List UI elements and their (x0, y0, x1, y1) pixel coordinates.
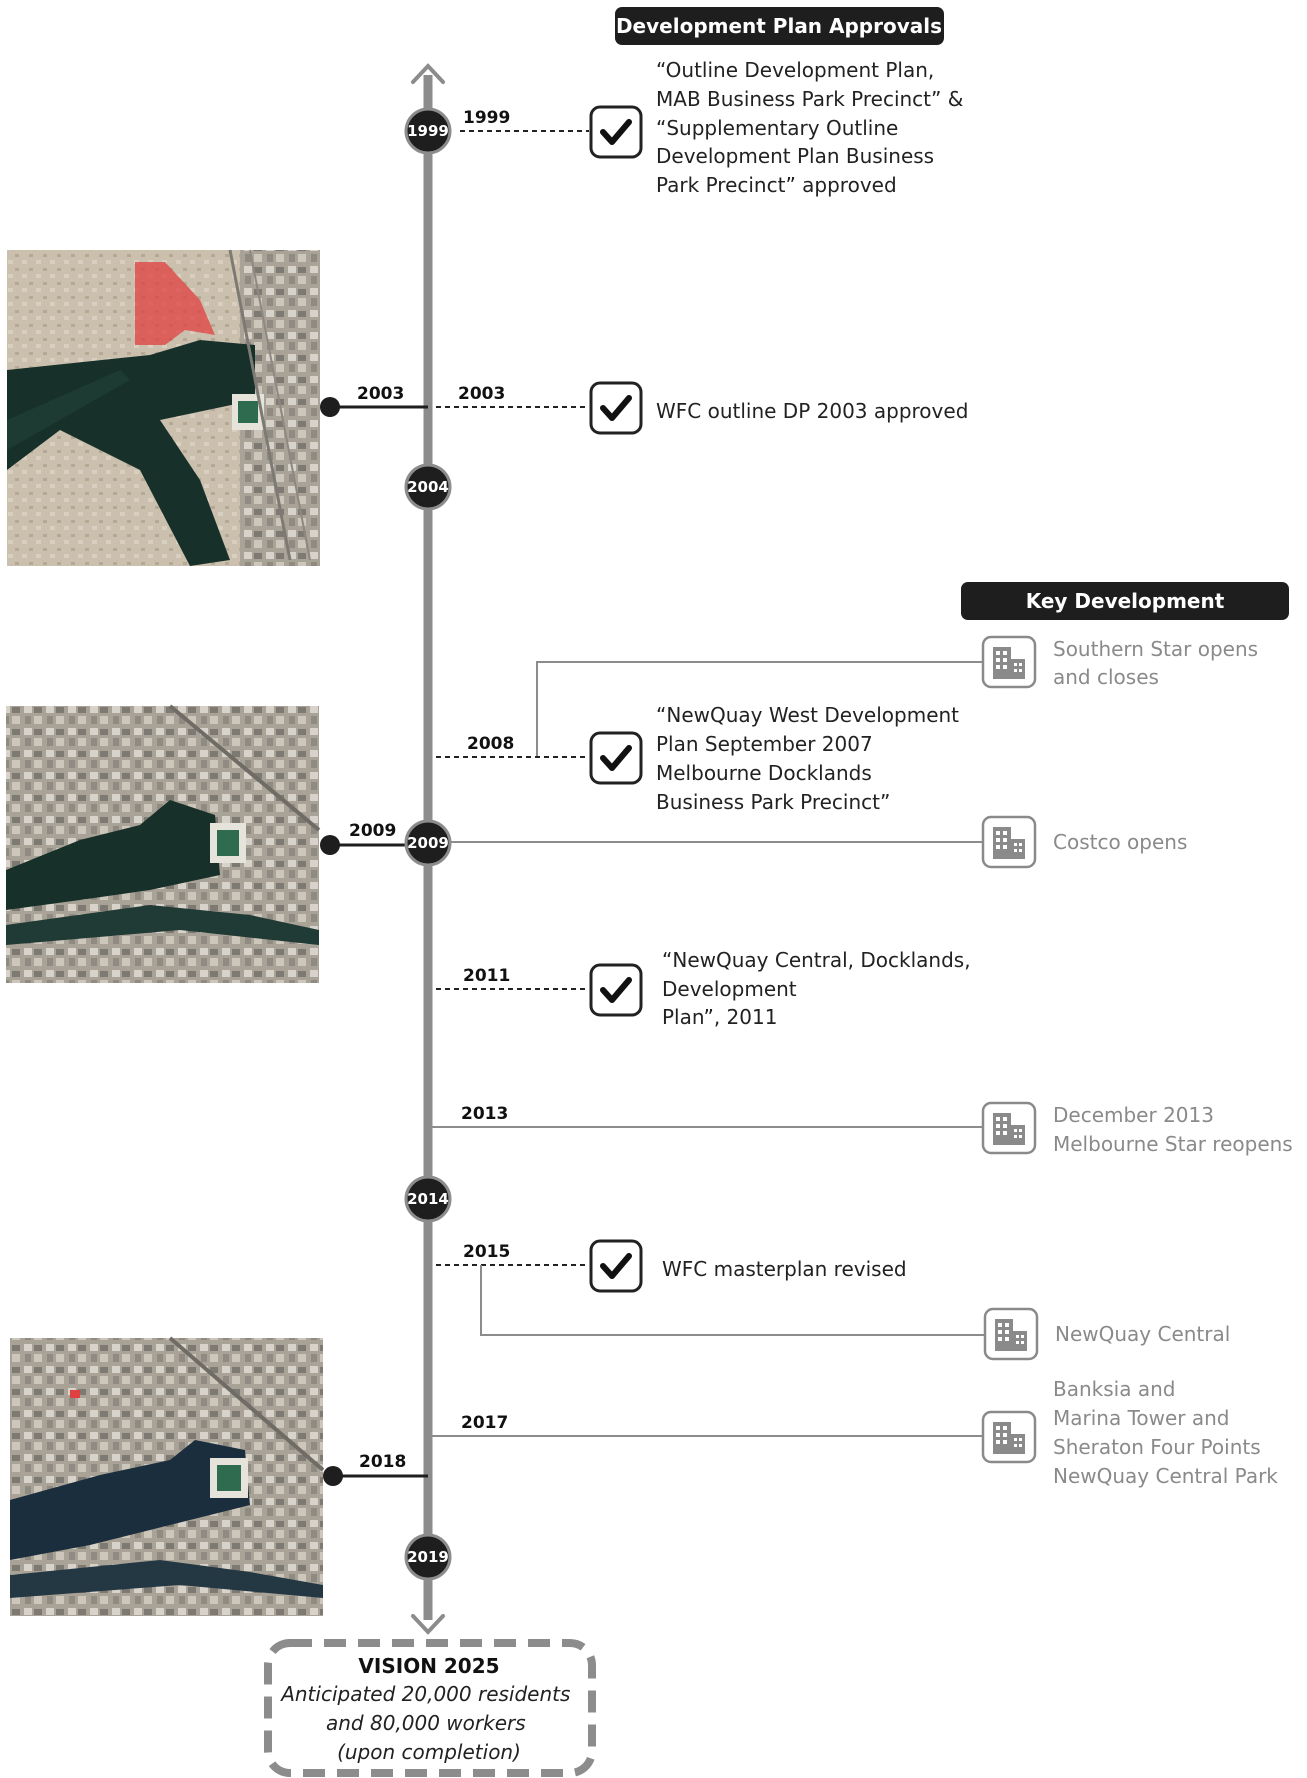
aerial-photo-2018 (10, 1336, 325, 1616)
plan-year: 2015 (463, 1242, 510, 1262)
header-key-development: Key Development (961, 582, 1289, 620)
plan-text: WFC outline DP 2003 approved (656, 399, 968, 423)
left-marker-year: 2003 (357, 384, 404, 404)
header-development-plan-approvals: Development Plan Approvals (615, 7, 944, 45)
development-text: Banksia and Marina Tower and Sheraton Fo… (1053, 1377, 1278, 1488)
vision-title: VISION 2025 (358, 1654, 499, 1678)
left-marker-2003: 2003 (320, 384, 428, 417)
development-text: December 2013 Melbourne Star reopens (1053, 1103, 1293, 1156)
plan-1999: 1999 “Outline Development Plan, MAB Busi… (460, 58, 970, 197)
left-marker-year: 2018 (359, 1452, 406, 1472)
aerial-photo-2009 (6, 704, 321, 983)
checkbox-check-icon (591, 1241, 641, 1291)
plan-year: 2011 (463, 966, 510, 986)
building-icon (981, 815, 1037, 869)
node-year: 2019 (407, 1548, 449, 1566)
axis-node-2009: 2009 (404, 819, 452, 867)
axis-arrow-up-icon (411, 63, 445, 84)
development-text: Southern Star opens and closes (1053, 637, 1264, 689)
axis-arrow-down-icon (411, 1614, 445, 1635)
plan-2003: 2003 WFC outline DP 2003 approved (436, 383, 968, 433)
marker-dot (323, 1466, 343, 1486)
development-2017: 2017 Banksia and Marina Tower and Sherat… (428, 1377, 1278, 1488)
plan-2015: 2015 WFC masterplan revised (436, 1241, 907, 1291)
development-2015: NewQuay Central (480, 1265, 1230, 1361)
building-icon (981, 1410, 1037, 1464)
axis-node-2004: 2004 (404, 463, 452, 511)
node-year: 2004 (407, 478, 449, 496)
plan-2011: 2011 “NewQuay Central, Docklands, Develo… (436, 948, 977, 1029)
plan-2008: 2008 “NewQuay West Development Plan Sept… (436, 703, 965, 814)
plan-year: 1999 (463, 108, 510, 128)
development-text: Costco opens (1053, 830, 1187, 854)
axis-node-1999: 1999 (404, 107, 452, 155)
plan-text: “Outline Development Plan, MAB Business … (656, 58, 970, 197)
plan-year: 2008 (467, 734, 514, 754)
checkbox-check-icon (591, 733, 641, 783)
plan-text: WFC masterplan revised (662, 1257, 907, 1281)
checkbox-check-icon (591, 965, 641, 1015)
left-marker-2018: 2018 (323, 1452, 428, 1486)
building-icon (983, 1307, 1039, 1361)
axis-node-2019: 2019 (404, 1533, 452, 1581)
development-2009: Costco opens (428, 815, 1187, 869)
header-dev-label: Key Development (1026, 589, 1225, 613)
node-year: 2014 (407, 1190, 449, 1208)
plan-year: 2003 (458, 384, 505, 404)
left-marker-year: 2009 (349, 821, 396, 841)
axis-node-2014: 2014 (404, 1175, 452, 1223)
node-year: 2009 (407, 834, 449, 852)
development-year: 2017 (461, 1413, 508, 1433)
development-text: NewQuay Central (1055, 1322, 1230, 1346)
marker-dot (320, 397, 340, 417)
checkbox-check-icon (591, 383, 641, 433)
building-icon (981, 1101, 1037, 1155)
development-year: 2013 (461, 1104, 508, 1124)
checkbox-check-icon (591, 107, 641, 157)
building-icon (981, 635, 1037, 689)
node-year: 1999 (407, 122, 449, 140)
development-2013: 2013 December 2013 Melbourne Star reopen… (428, 1101, 1293, 1156)
marker-dot (320, 835, 340, 855)
vision-2025-box: VISION 2025 Anticipated 20,000 residents… (264, 1639, 596, 1777)
development-2008: Southern Star opens and closes (536, 635, 1264, 757)
plan-text: “NewQuay Central, Docklands, Development… (662, 948, 977, 1029)
aerial-photo-2003 (7, 249, 320, 566)
vision-text: Anticipated 20,000 residents and 80,000 … (279, 1682, 577, 1764)
header-plans-label: Development Plan Approvals (616, 14, 942, 38)
plan-text: “NewQuay West Development Plan September… (656, 703, 965, 814)
